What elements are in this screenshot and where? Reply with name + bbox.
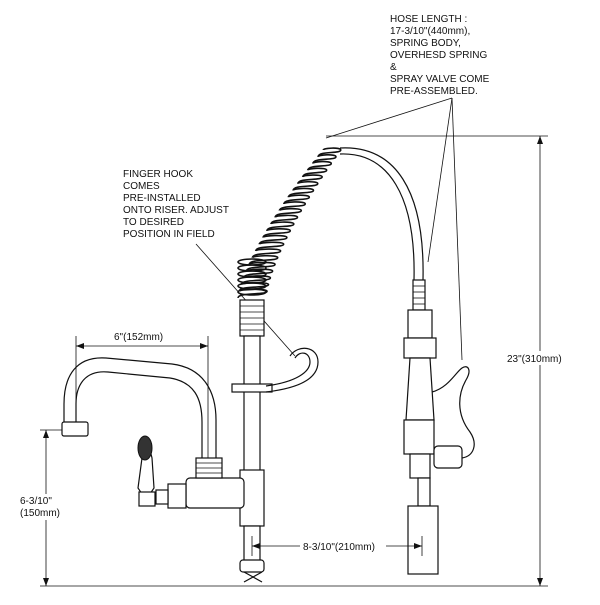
dim-total-height: 23"(310mm): [326, 135, 580, 586]
dim-spout-height-label-2: (150mm): [20, 508, 60, 519]
spring-coil-turn: [258, 234, 288, 245]
spring-coil-turn: [287, 187, 315, 198]
spray-valve-body: [403, 419, 435, 455]
handle-knob: [137, 435, 153, 461]
leader-to-spring-body: [427, 97, 453, 263]
spray-stem: [417, 477, 431, 507]
spring-coil-turn: [245, 261, 276, 272]
spring-coil-turn: [278, 201, 307, 211]
riser-pipe: [243, 335, 261, 477]
dim-spout-height: 6-3/10" (150mm): [16, 429, 76, 586]
dim-valve-offset-label: 8-3/10"(210mm): [303, 542, 375, 553]
spring-base-coil: [237, 288, 267, 296]
spring-coil-turn: [292, 180, 319, 191]
hose-note-line-6: SPRAY VALVE COME: [390, 74, 490, 85]
dim-total-height-label: 23"(310mm): [507, 354, 562, 365]
hook-note-line-3: PRE-INSTALLED: [123, 193, 201, 204]
spring-coil-turn: [262, 228, 292, 238]
spring-coil-turn: [255, 241, 285, 252]
hook-curve: [265, 347, 319, 393]
spray-nut: [403, 337, 437, 359]
spring-coil-turn: [242, 268, 274, 279]
hose-arc: [339, 147, 424, 281]
faucet-body: [61, 357, 245, 509]
spring-coil-turn: [283, 194, 311, 205]
hose-note-line-4: OVERHESD SPRING: [390, 50, 487, 61]
hose-arc-inner: [339, 153, 415, 281]
spray-handle-body: [405, 357, 435, 421]
hook-note-line-5: TO DESIRED: [123, 217, 184, 228]
spring-coil-turn: [248, 254, 279, 265]
spray-trigger-lever: [431, 366, 475, 459]
hose-note-line-2: 17-3/10"(440mm),: [390, 26, 470, 37]
finger-hook: [231, 347, 319, 393]
hose-fitting: [412, 279, 426, 311]
spring-coil-turn: [266, 221, 295, 232]
spring-coil-turn: [307, 160, 333, 171]
hose-note-line-5: &: [390, 62, 397, 73]
hook-note-line-4: ONTO RISER. ADJUST: [123, 205, 229, 216]
spray-valve: [403, 279, 475, 575]
spray-head: [407, 505, 439, 575]
spray-coupling: [407, 309, 433, 339]
hook-note-line-2: COMES: [123, 181, 160, 192]
leader-to-spray-valve: [451, 97, 463, 361]
dim-spout-reach: 6"(152mm): [75, 332, 209, 458]
hose-note-line-1: HOSE LENGTH :: [390, 14, 467, 25]
valve-body: [185, 477, 245, 509]
dim-valve-offset: 8-3/10"(210mm): [251, 536, 423, 556]
dim-spout-height-label-1: 6-3/10": [20, 496, 52, 507]
hose-note-leaders: [325, 97, 463, 361]
hook-note-line-6: POSITION IN FIELD: [123, 229, 215, 240]
hook-clamp: [231, 383, 273, 393]
spring-coil-turn: [297, 174, 323, 185]
spray-trigger-housing: [433, 445, 463, 469]
spray-neck: [409, 453, 431, 479]
overhead-spring: [237, 147, 342, 299]
spring-coil-turn: [317, 147, 342, 158]
spout-tube-inner: [63, 357, 217, 458]
leader-to-spring-top: [325, 97, 453, 139]
hook-note-line-1: FINGER HOOK: [123, 169, 193, 180]
handle-base: [138, 491, 156, 507]
spring-coil-turn: [312, 154, 337, 164]
hose-note: HOSE LENGTH : 17-3/10"(440mm), SPRING BO…: [390, 14, 490, 97]
hose-note-line-7: PRE-ASSEMBLED.: [390, 86, 478, 97]
spout-tube-outer: [75, 371, 203, 458]
valve-bonnet: [167, 483, 187, 509]
dim-spout-reach-label: 6"(152mm): [114, 332, 163, 343]
spring-coil-turn: [302, 167, 328, 178]
hook-note: FINGER HOOK COMES PRE-INSTALLED ONTO RIS…: [123, 169, 229, 240]
spring-coil-turn: [270, 214, 299, 225]
spring-coil-turn: [251, 248, 282, 259]
hose-note-line-3: SPRING BODY,: [390, 38, 461, 49]
spring-coil-turn: [274, 207, 303, 218]
spout-aerator: [61, 421, 89, 437]
riser-nut: [239, 559, 265, 573]
valve-stem: [155, 489, 169, 505]
